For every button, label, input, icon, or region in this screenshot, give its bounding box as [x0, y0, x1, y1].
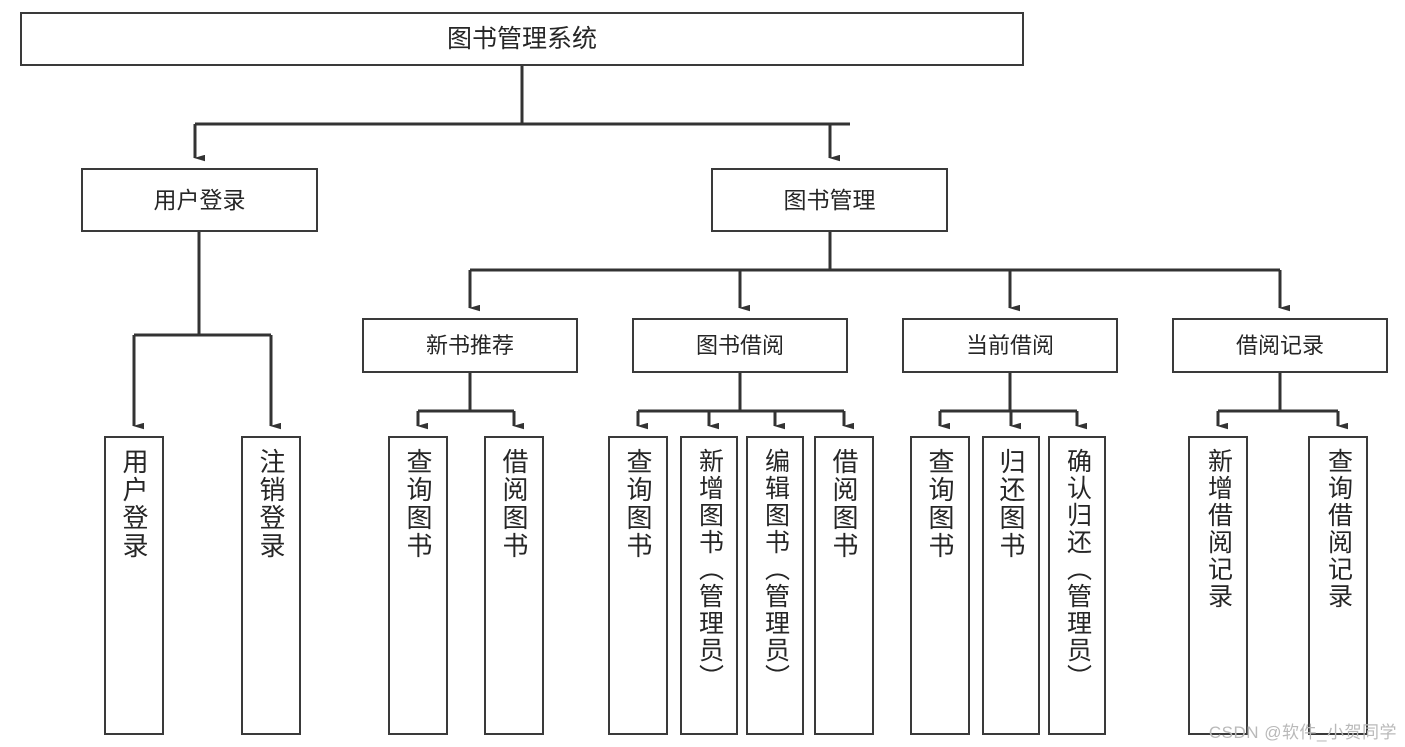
node-book-management[interactable]: 图书管理: [711, 168, 948, 232]
node-label: 借阅记录: [1235, 332, 1324, 358]
node-leaf-edit-book-admin[interactable]: 编辑图书（管理员）: [746, 436, 804, 735]
node-leaf-query-book-cb[interactable]: 查询图书: [910, 436, 970, 735]
node-leaf-user-login[interactable]: 用户登录: [104, 436, 164, 735]
node-label: 查询图书: [623, 448, 653, 560]
node-leaf-borrow-book-nb[interactable]: 借阅图书: [484, 436, 544, 735]
node-label: 用户登录: [119, 448, 149, 560]
node-leaf-logout[interactable]: 注销登录: [241, 436, 301, 735]
node-user-login[interactable]: 用户登录: [81, 168, 318, 232]
node-leaf-query-book-bb[interactable]: 查询图书: [608, 436, 668, 735]
node-label: 编辑图书（管理员）: [761, 448, 790, 691]
node-label: 归还图书: [996, 448, 1026, 560]
node-book-borrow[interactable]: 图书借阅: [632, 318, 848, 373]
node-label: 注销登录: [256, 448, 286, 560]
node-label: 借阅图书: [499, 448, 529, 560]
node-leaf-borrow-book-bb[interactable]: 借阅图书: [814, 436, 874, 735]
node-new-book-recommend[interactable]: 新书推荐: [362, 318, 578, 373]
node-label: 借阅图书: [829, 448, 859, 560]
node-label: 图书借阅: [695, 332, 784, 358]
node-label: 查询借阅记录: [1324, 448, 1353, 610]
watermark-text: CSDN @软件_小贺同学: [1208, 723, 1397, 742]
node-borrow-record[interactable]: 借阅记录: [1172, 318, 1388, 373]
node-leaf-query-book-nb[interactable]: 查询图书: [388, 436, 448, 735]
node-label: 图书管理: [783, 186, 876, 213]
node-root-book-management-system[interactable]: 图书管理系统: [20, 12, 1024, 66]
node-label: 用户登录: [153, 186, 246, 213]
node-leaf-return-book[interactable]: 归还图书: [982, 436, 1040, 735]
node-leaf-add-book-admin[interactable]: 新增图书（管理员）: [680, 436, 738, 735]
node-leaf-confirm-return-admin[interactable]: 确认归还（管理员）: [1048, 436, 1106, 735]
node-label: 新书推荐: [425, 332, 514, 358]
node-label: 新增借阅记录: [1204, 448, 1233, 610]
node-label: 查询图书: [403, 448, 433, 560]
node-label: 查询图书: [925, 448, 955, 560]
node-label: 确认归还（管理员）: [1063, 448, 1092, 691]
node-label: 图书管理系统: [446, 24, 597, 53]
node-current-borrow[interactable]: 当前借阅: [902, 318, 1118, 373]
node-leaf-add-borrow-record[interactable]: 新增借阅记录: [1188, 436, 1248, 735]
node-label: 当前借阅: [965, 332, 1054, 358]
node-leaf-query-borrow-record[interactable]: 查询借阅记录: [1308, 436, 1368, 735]
node-label: 新增图书（管理员）: [695, 448, 724, 691]
